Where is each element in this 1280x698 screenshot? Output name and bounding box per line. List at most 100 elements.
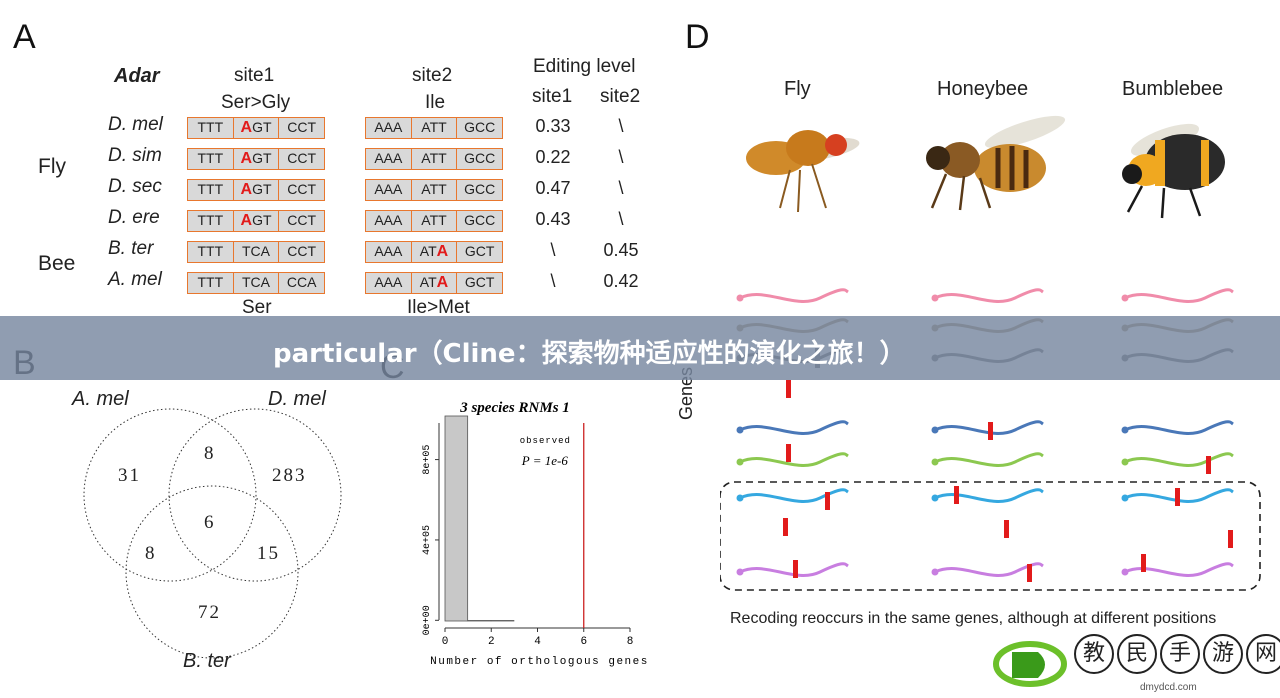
x-tick-label: 0 <box>442 636 449 648</box>
recoding-site-marker <box>786 444 791 462</box>
venn-count-amel-bter: 8 <box>145 543 157 564</box>
gene-start-dot <box>1121 294 1129 302</box>
observed-label: observed <box>520 436 571 446</box>
venn-circle-dmel <box>168 408 342 582</box>
gene-start-dot <box>736 494 744 502</box>
gene-wave <box>934 488 1044 503</box>
species-label: B. ter <box>108 238 154 259</box>
codon-rest: TCA <box>242 274 270 290</box>
species-label: D. mel <box>108 114 163 135</box>
site2-subtitle: Ile <box>425 92 446 113</box>
codon: TCA <box>234 273 280 293</box>
venn-count-amel-dmel: 8 <box>204 443 216 464</box>
edited-base: A <box>240 212 253 229</box>
recoding-site-marker <box>1206 456 1211 474</box>
x-tick-label: 6 <box>580 636 587 648</box>
codon-rest: TCA <box>242 243 270 259</box>
watermark-char: 网 <box>1246 634 1280 674</box>
gene-wave <box>934 452 1044 467</box>
panel-d-letter: D <box>685 18 710 56</box>
gene-start-dot <box>1121 426 1129 434</box>
x-tick-label: 2 <box>488 636 495 648</box>
species-label: D. sec <box>108 176 162 197</box>
y-tick-label: 0e+00 <box>422 605 433 635</box>
codon: TTT <box>188 242 234 262</box>
gene-name: Adar <box>114 65 160 87</box>
gene-start-dot <box>736 294 744 302</box>
venn-count-bter-only: 72 <box>198 602 221 623</box>
editing-level-site2: \ <box>618 116 624 136</box>
codon: ATT <box>412 149 458 169</box>
codon: AGT <box>234 180 280 200</box>
gene-start-dot <box>736 568 744 576</box>
editing-level-site2: 0.42 <box>603 271 639 291</box>
codon: TTT <box>188 211 234 231</box>
y-tick-label: 4e+05 <box>422 525 433 555</box>
venn-count-all: 6 <box>204 512 216 533</box>
editing-level-site1: \ <box>550 271 556 291</box>
edited-base: A <box>240 150 253 167</box>
codon: TTT <box>188 180 234 200</box>
species-label-fly: Fly <box>784 78 811 100</box>
recoding-site-marker <box>1141 554 1146 572</box>
editing-level-site2: 0.45 <box>603 240 639 260</box>
bumblebee-image <box>1122 123 1225 219</box>
recoding-caption: Recoding reoccurs in the same genes, alt… <box>730 610 1217 627</box>
edited-base: A <box>436 274 449 291</box>
gene-wave <box>739 288 849 303</box>
x-tick-label: 8 <box>627 636 634 648</box>
histogram-bar <box>490 620 515 622</box>
codon: TTT <box>188 118 234 138</box>
codon: CCT <box>287 243 317 259</box>
title-banner <box>0 316 1280 380</box>
fly-image <box>746 130 860 213</box>
recoding-site-marker <box>954 486 959 504</box>
site2-codons: AAA ATT GCC <box>365 117 503 139</box>
gene-start-dot <box>931 568 939 576</box>
codon: TTT <box>188 149 234 169</box>
gene-start-dot <box>1121 458 1129 466</box>
codon: ATA <box>412 242 458 262</box>
gene-wave <box>739 452 849 467</box>
codon-rest: ATT <box>421 212 447 228</box>
edited-base: A <box>436 243 449 260</box>
gene-start-dot <box>931 494 939 502</box>
recoding-site-marker <box>1004 520 1009 538</box>
watermark-char: 民 <box>1117 634 1157 674</box>
gene-start-dot <box>736 426 744 434</box>
species-label-honeybee: Honeybee <box>937 78 1029 100</box>
codon-rest: GT <box>252 212 272 228</box>
gene-wave <box>739 488 849 503</box>
species-label: A. mel <box>108 269 162 290</box>
editing-col-site2: site2 <box>600 86 641 107</box>
editing-level-site2: \ <box>618 178 624 198</box>
codon: AAA <box>366 118 412 138</box>
species-label: D. ere <box>108 207 160 228</box>
codon-rest: AT <box>419 243 437 259</box>
gene-start-dot <box>1121 568 1129 576</box>
watermark-domain: dmydcd.com <box>1140 682 1197 693</box>
watermark-d-icon <box>993 641 1067 687</box>
venn-count-dmel-only: 283 <box>272 465 307 486</box>
venn-label-dmel: D. mel <box>268 388 326 410</box>
codon: GCC <box>464 119 496 135</box>
codon-rest: ATT <box>421 181 447 197</box>
edited-base: A <box>240 119 253 136</box>
codon-rest: ATT <box>421 119 447 135</box>
codon: CCT <box>287 150 317 166</box>
recoding-site-marker <box>1228 530 1233 548</box>
species-label-bumblebee: Bumblebee <box>1122 78 1224 100</box>
site1-codons: TTT TCA CCT <box>187 241 325 263</box>
codon-rest: GT <box>252 119 272 135</box>
codon: CCT <box>287 212 317 228</box>
codon: TTT <box>188 273 234 293</box>
codon: GCT <box>464 274 495 290</box>
codon: AGT <box>234 118 280 138</box>
codon: GCT <box>464 243 495 259</box>
codon-rest: GT <box>252 181 272 197</box>
x-axis-label: Number of orthologous genes <box>430 656 649 668</box>
